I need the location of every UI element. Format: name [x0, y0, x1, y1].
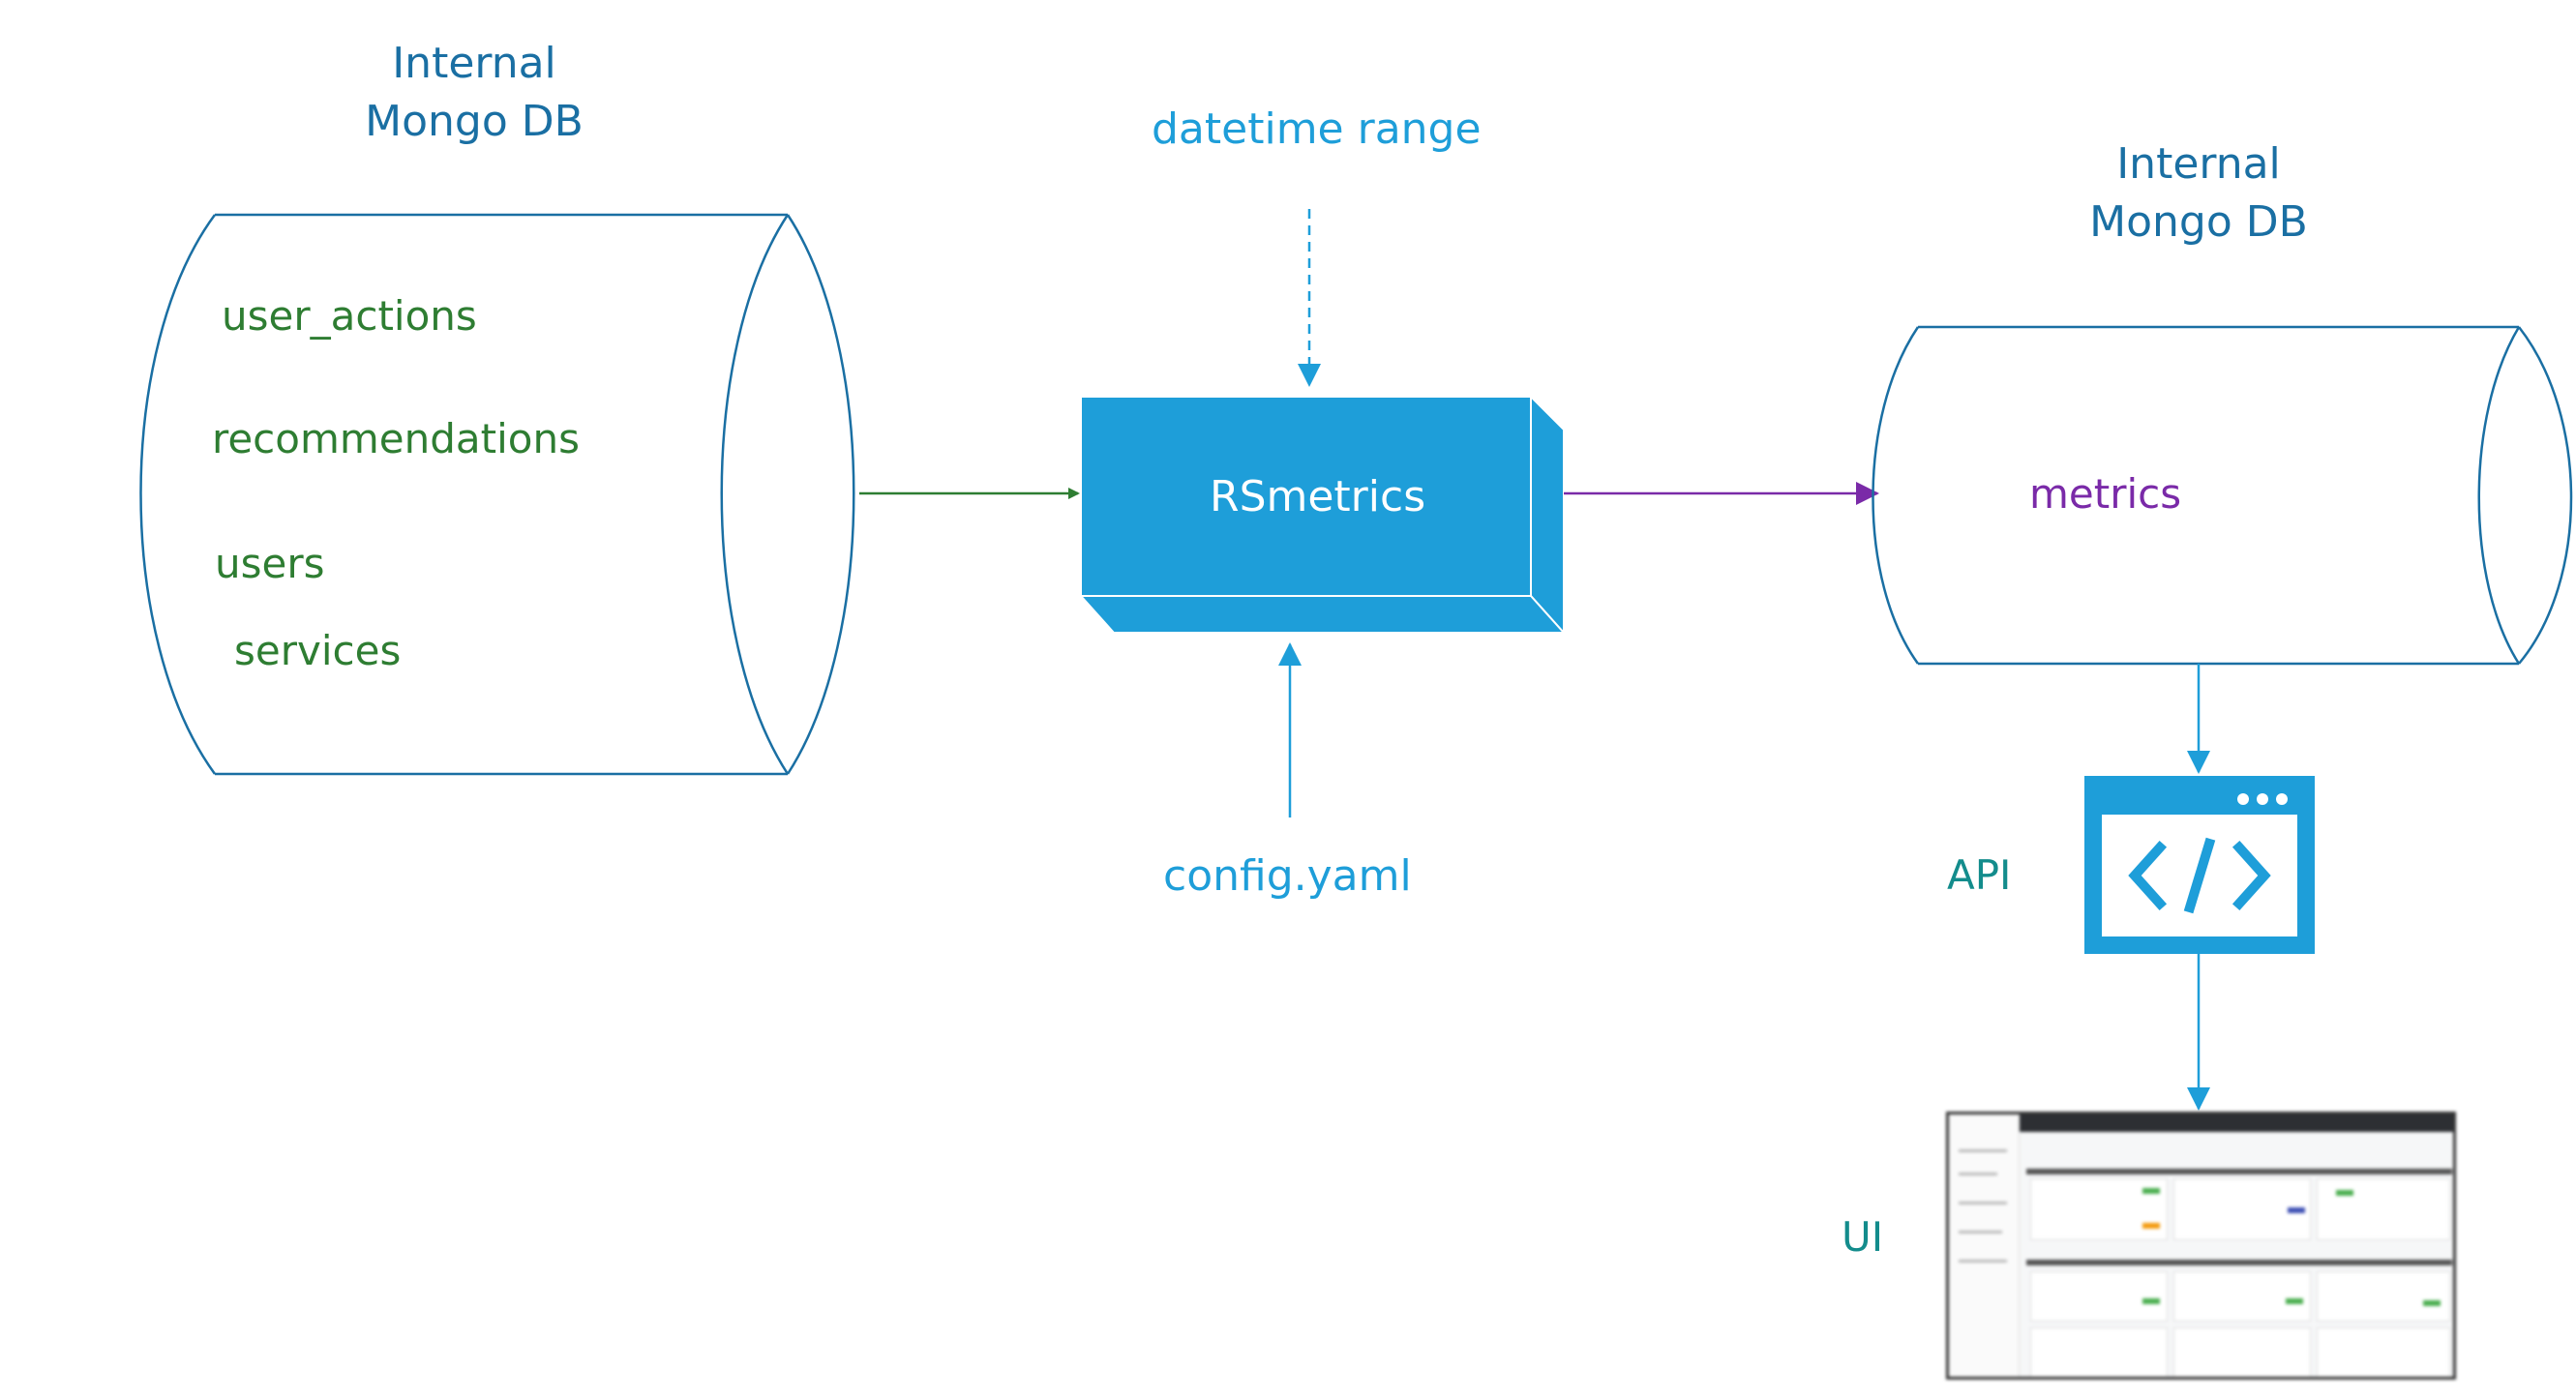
ui-shot-value	[2142, 1223, 2160, 1229]
collection-services: services	[234, 627, 402, 674]
ui-shot-card	[2173, 1271, 2311, 1322]
ui-label: UI	[1842, 1213, 1884, 1261]
ui-shot-value	[2423, 1300, 2441, 1306]
ui-shot-value	[2142, 1188, 2160, 1194]
left-db-title: Internal Mongo DB	[319, 35, 629, 151]
ui-shot-value	[2286, 1298, 2303, 1304]
right-database-shape	[1872, 325, 2573, 666]
ui-shot-line	[1959, 1149, 2007, 1152]
ui-shot-card	[2317, 1271, 2450, 1322]
ui-shot-card	[2317, 1178, 2450, 1240]
api-label: API	[1947, 851, 2012, 899]
datetime-range-label: datetime range	[1152, 104, 1482, 154]
collection-metrics: metrics	[2029, 470, 2182, 518]
ui-shot-value	[2142, 1298, 2160, 1304]
ui-shot-card	[2030, 1327, 2168, 1377]
left-database-shape	[139, 213, 855, 776]
ui-shot-card	[2173, 1327, 2311, 1377]
ui-shot-line	[1959, 1202, 2007, 1204]
ui-shot-line	[1959, 1260, 2007, 1263]
right-db-title: Internal Mongo DB	[2044, 135, 2353, 252]
collection-users: users	[215, 540, 325, 587]
left-db-title-line1: Internal	[392, 39, 556, 88]
collection-recommendations: recommendations	[212, 415, 580, 462]
rsmetrics-label: RSmetrics	[1210, 472, 1426, 521]
dashboard-screenshot	[1946, 1112, 2456, 1380]
right-db-title-line2: Mongo DB	[2089, 197, 2308, 247]
left-db-title-line2: Mongo DB	[365, 97, 584, 146]
ui-shot-band	[2026, 1260, 2452, 1265]
right-db-title-line1: Internal	[2116, 139, 2281, 189]
code-window-icon	[2084, 776, 2315, 954]
ui-shot-topbar	[1949, 1115, 2453, 1132]
ui-shot-card	[2317, 1327, 2450, 1377]
ui-shot-card	[2030, 1271, 2168, 1322]
ui-shot-sidebar	[1949, 1115, 2020, 1377]
rsmetrics-box	[1078, 394, 1567, 636]
ui-shot-value	[2336, 1190, 2353, 1196]
ui-shot-band	[2026, 1169, 2452, 1174]
ui-shot-line	[1959, 1173, 1997, 1175]
config-yaml-label: config.yaml	[1163, 851, 1412, 901]
ui-shot-value	[2288, 1207, 2305, 1213]
ui-shot-line	[1959, 1231, 2002, 1234]
collection-user-actions: user_actions	[222, 292, 477, 340]
